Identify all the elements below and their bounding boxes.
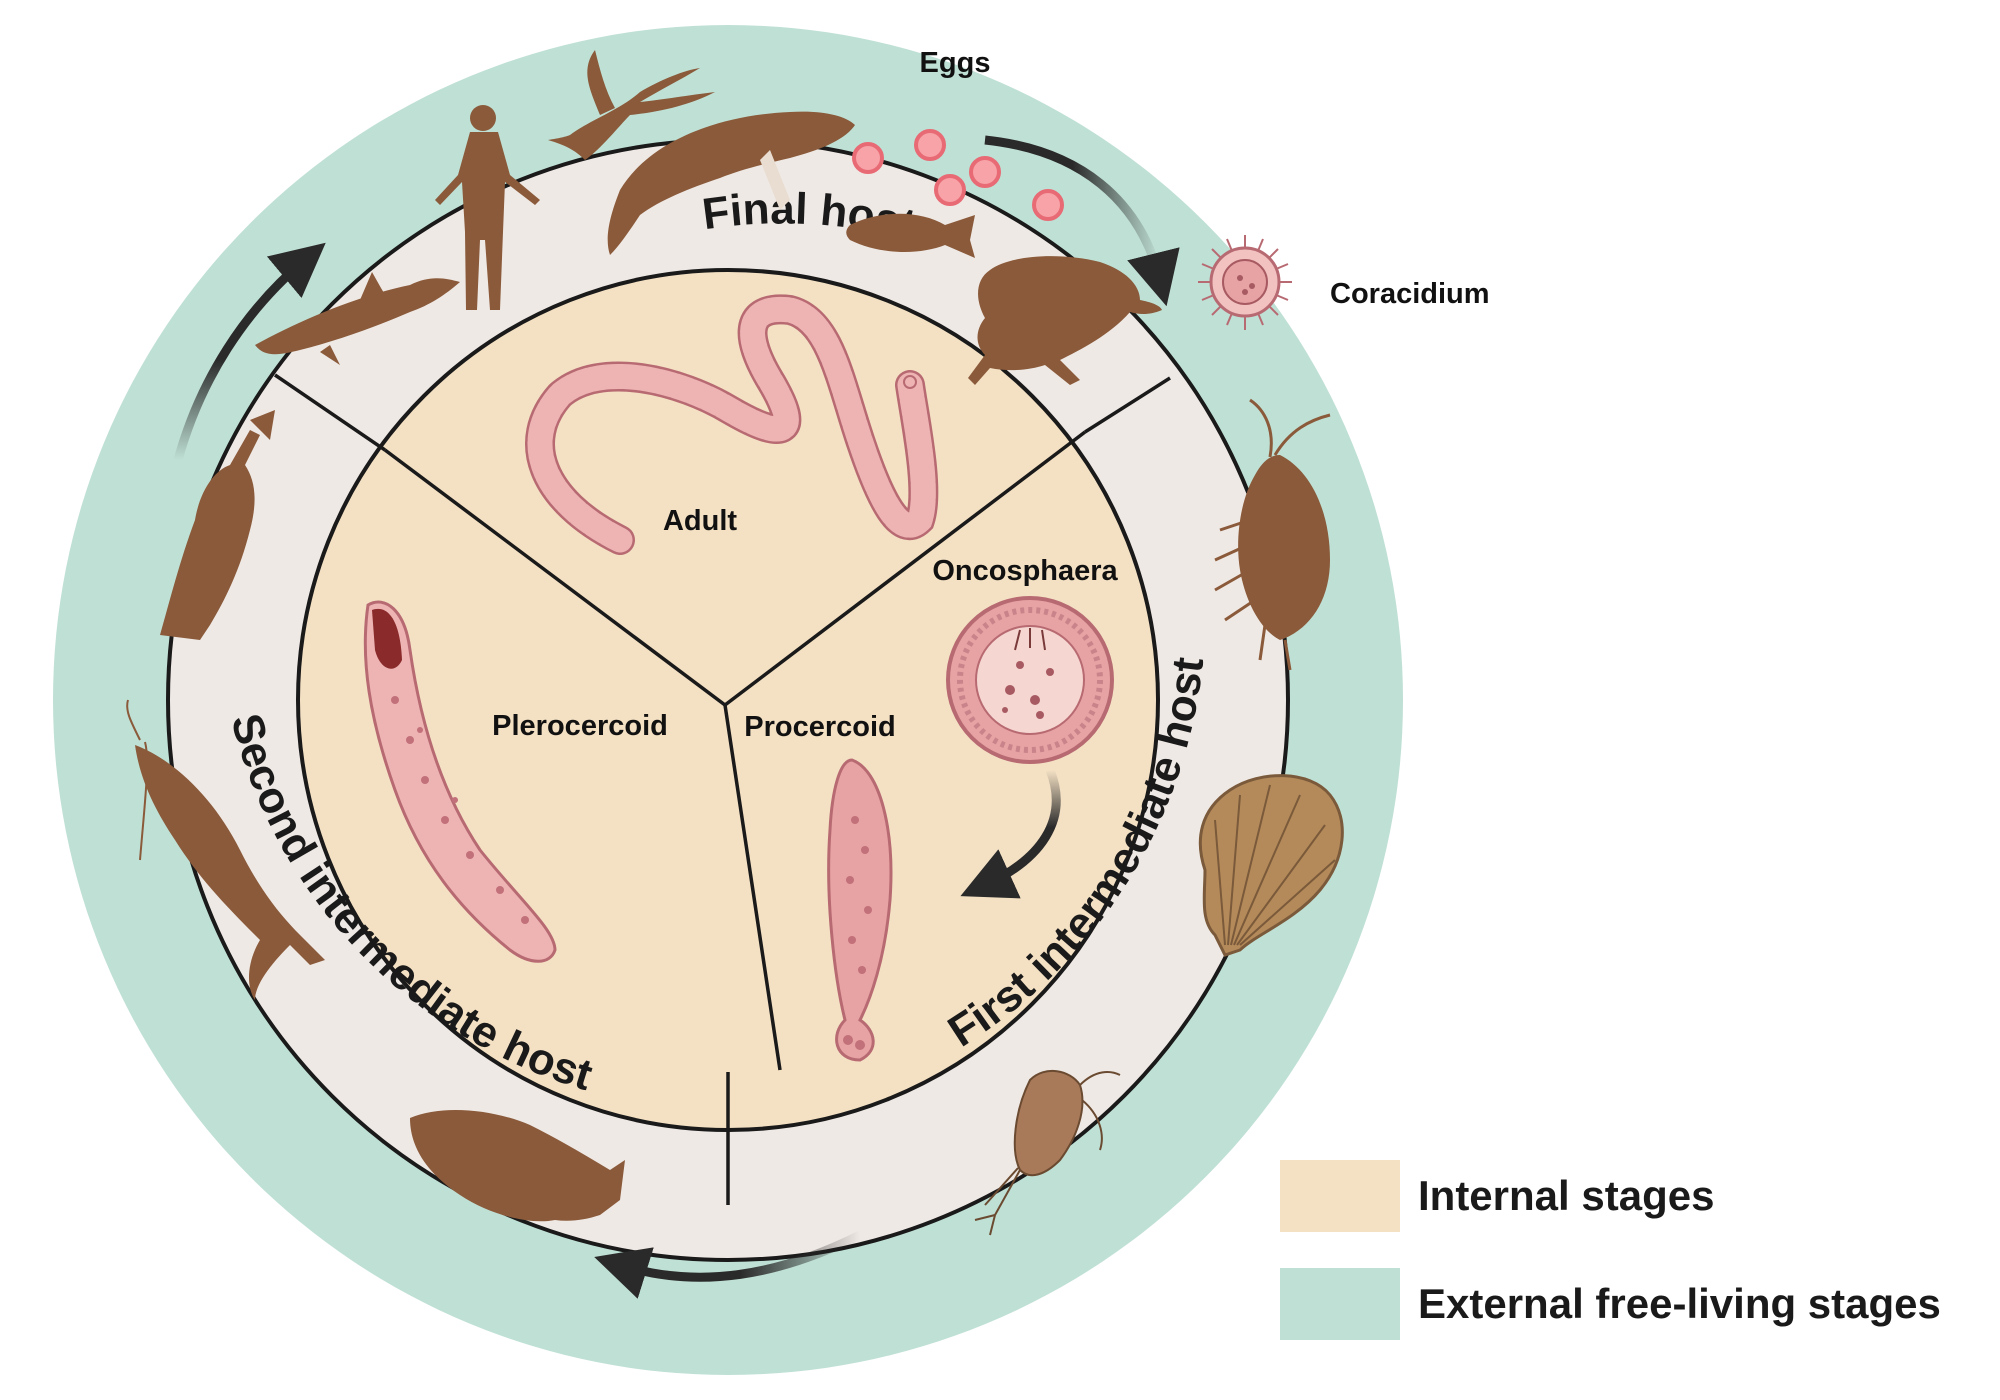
scallop-icon (1198, 774, 1344, 957)
shark-icon (255, 272, 460, 365)
eggs-arrow (984, 135, 1180, 307)
copepod-icon (974, 1069, 1121, 1236)
plerocercoid (363, 600, 557, 963)
catfish-icon (126, 699, 325, 1000)
eggs-label: Eggs (920, 47, 991, 79)
adult-label: Adult (663, 505, 737, 537)
fish-icon (846, 213, 975, 258)
cycle-arrow-bottom (594, 1230, 863, 1299)
amphipod-icon (1214, 398, 1331, 671)
cycle-arrow-left (173, 242, 326, 462)
goby-icon (410, 1109, 625, 1222)
coracidium-label: Coracidium (1330, 278, 1490, 310)
turtle-icon (968, 256, 1162, 385)
oncosphaera-arrow (960, 768, 1061, 899)
oncosphaera (946, 596, 1114, 764)
legend-internal-swatch (1280, 1160, 1400, 1232)
legend-internal-label: Internal stages (1418, 1172, 1714, 1219)
oncosphaera-label: Oncosphaera (932, 555, 1118, 587)
legend-external-label: External free-living stages (1418, 1280, 1941, 1327)
bird-icon (548, 50, 715, 160)
plerocercoid-label: Plerocercoid (492, 710, 668, 742)
legend-external-swatch (1280, 1268, 1400, 1340)
legend: Internal stages External free-living sta… (1280, 1160, 1941, 1340)
bass-icon (160, 410, 275, 640)
eggs (852, 129, 1064, 221)
human-icon (435, 105, 540, 310)
procercoid-label: Procercoid (744, 711, 896, 743)
procercoid (827, 758, 893, 1062)
coracidium (1198, 235, 1292, 330)
whale-icon (607, 111, 855, 255)
sector-dividers (274, 373, 1171, 1205)
adult-worm (525, 294, 939, 555)
